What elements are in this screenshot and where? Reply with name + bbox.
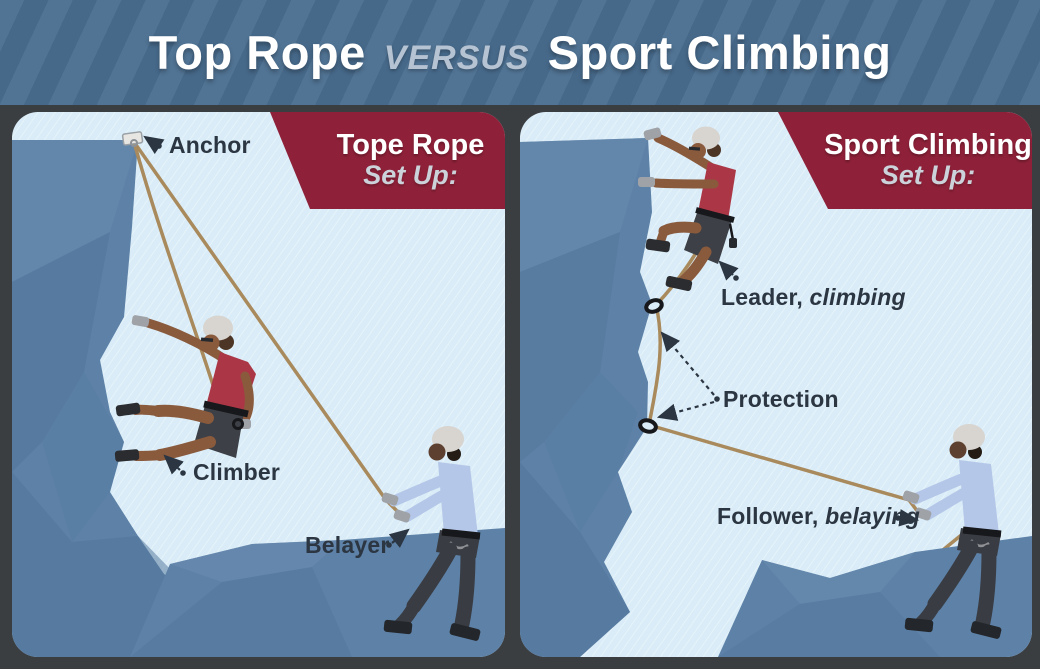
leader-label-italic: climbing bbox=[809, 284, 906, 310]
header-bar: Top Rope VERSUS Sport Climbing bbox=[0, 0, 1040, 105]
follower-label-italic: belaying bbox=[825, 503, 920, 529]
leader-label: Leader, climbing bbox=[721, 284, 906, 311]
callout-dots bbox=[156, 143, 392, 548]
protection-bolts bbox=[638, 298, 664, 434]
belayer-figure bbox=[381, 426, 481, 641]
top-rope-illustration bbox=[12, 131, 505, 657]
banner-title: Sport Climbing bbox=[824, 129, 1032, 161]
climber-label: Climber bbox=[193, 459, 281, 485]
panel-area: Tope Rope Set Up: Anchor Climber Belayer bbox=[0, 105, 1040, 669]
anchor-device bbox=[121, 131, 144, 147]
top-rope-banner: Tope Rope Set Up: bbox=[270, 112, 505, 209]
title-sport-climbing: Sport Climbing bbox=[547, 26, 892, 79]
sport-climbing-illustration bbox=[520, 126, 1032, 657]
top-rope-panel: Tope Rope Set Up: Anchor Climber Belayer bbox=[12, 112, 505, 657]
cliff-face bbox=[520, 138, 652, 657]
climber-figure bbox=[114, 315, 256, 462]
cliff-face bbox=[12, 140, 270, 657]
title-versus: VERSUS bbox=[383, 39, 530, 77]
callout-arrows bbox=[656, 260, 920, 527]
callout-dots bbox=[714, 275, 901, 521]
leader-label-bold: Leader, bbox=[721, 284, 803, 310]
page-title: Top Rope VERSUS Sport Climbing bbox=[149, 25, 892, 80]
callout-arrows bbox=[143, 135, 410, 548]
follower-label: Follower, belaying bbox=[717, 503, 920, 530]
sport-climbing-banner: Sport Climbing Set Up: bbox=[778, 112, 1032, 209]
follower-label-bold: Follower, bbox=[717, 503, 819, 529]
banner-subtitle: Set Up: bbox=[363, 160, 458, 191]
protection-label: Protection bbox=[723, 386, 839, 412]
belayer-label: Belayer bbox=[305, 532, 390, 558]
sport-climbing-panel: Sport Climbing Set Up: Leader, climbing … bbox=[520, 112, 1032, 657]
banner-subtitle: Set Up: bbox=[880, 160, 976, 191]
title-top-rope: Top Rope bbox=[148, 26, 366, 79]
banner-title: Tope Rope bbox=[336, 129, 485, 161]
leader-figure bbox=[638, 126, 737, 292]
anchor-label: Anchor bbox=[169, 132, 251, 158]
follower-figure bbox=[902, 424, 1002, 639]
